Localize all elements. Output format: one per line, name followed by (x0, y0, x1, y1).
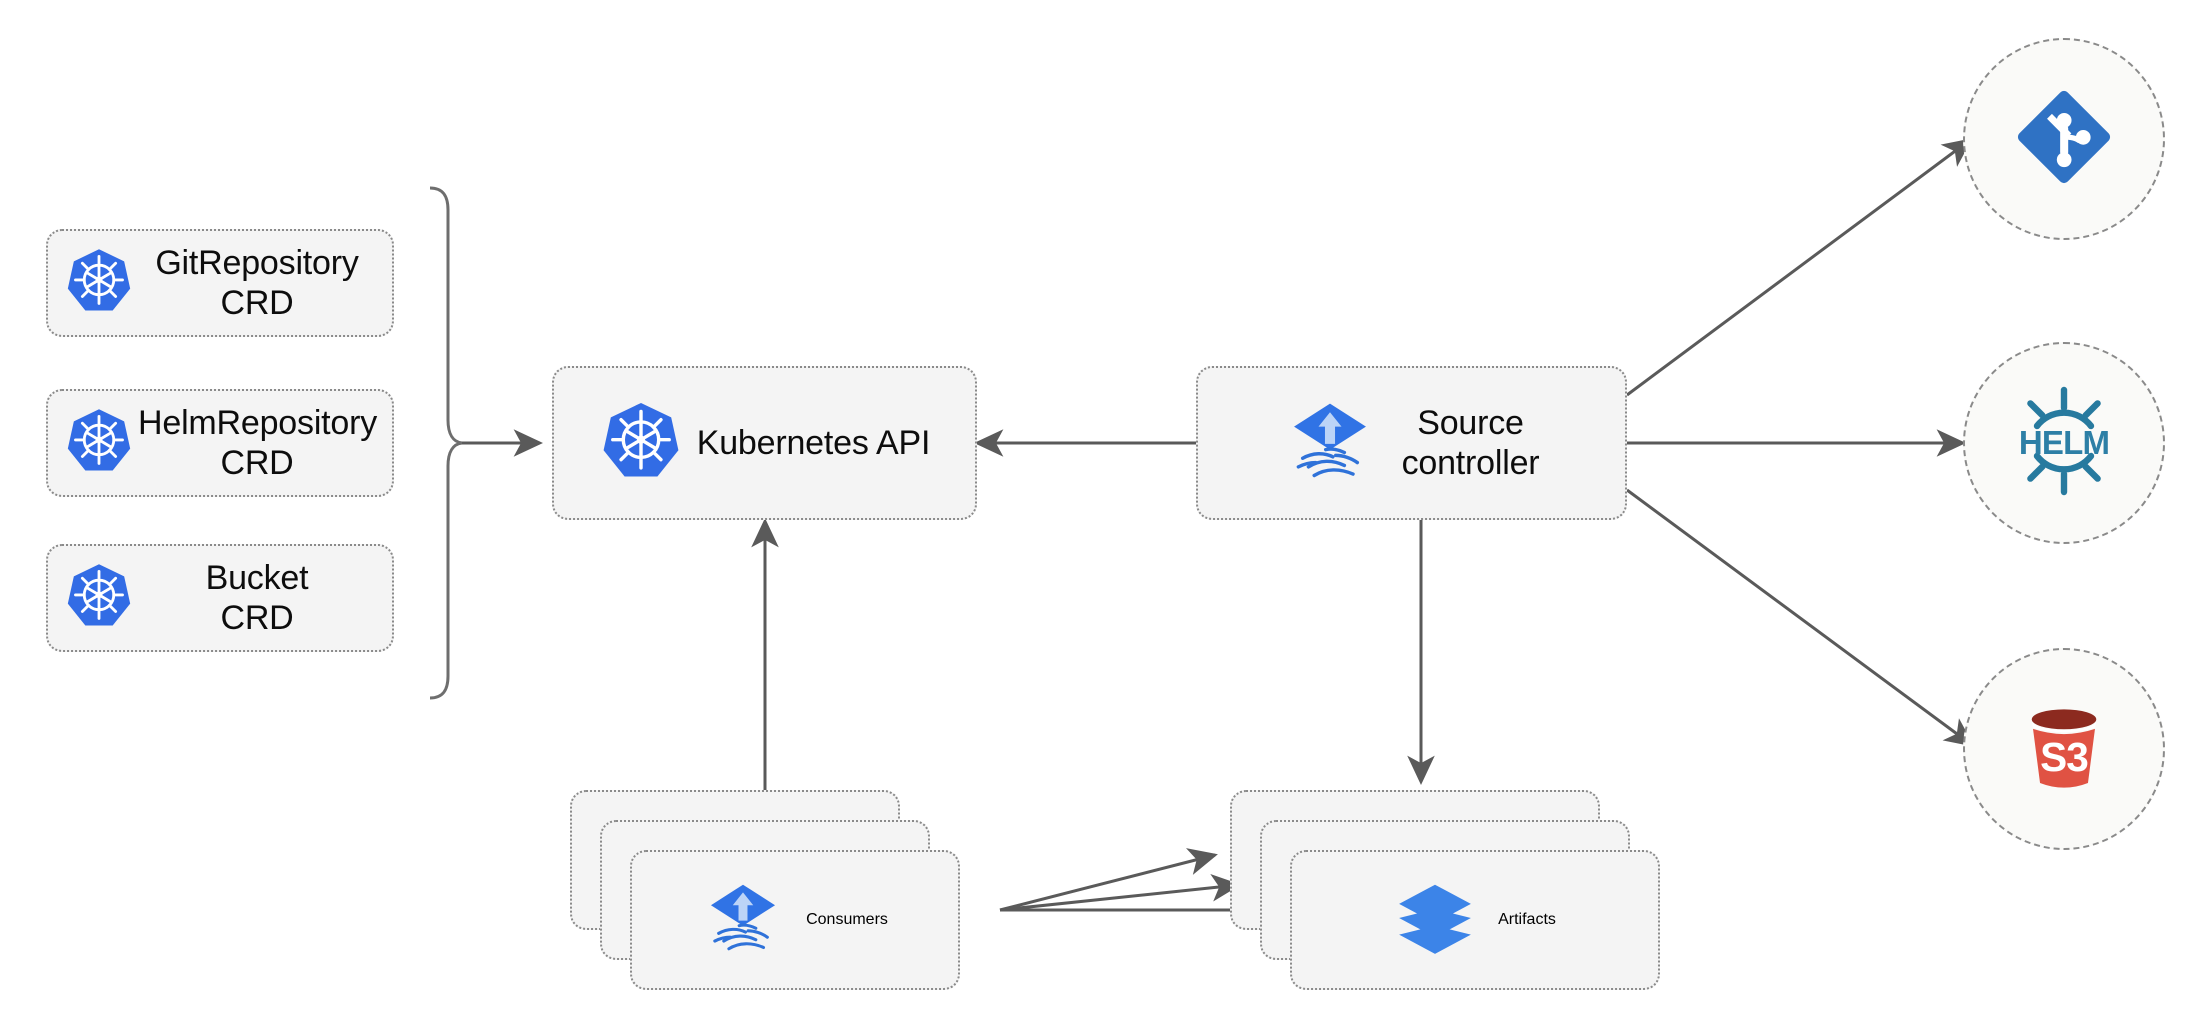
edge-source-to-s3 (1626, 488, 1975, 747)
svg-text:HELM: HELM (2019, 424, 2109, 461)
edge-source-to-git (1626, 138, 1973, 397)
kubernetes-icon (64, 406, 134, 481)
node-artifacts[interactable]: Artifacts (1230, 790, 1660, 990)
external-source-s3[interactable]: S3 (1963, 648, 2165, 850)
edge-consumers-to-artifacts-2 (999, 874, 1241, 912)
kubernetes-icon (64, 246, 134, 321)
crd-group-brace (429, 186, 463, 700)
external-source-git[interactable] (1963, 38, 2165, 240)
node-gitrepository-crd[interactable]: GitRepository CRD (46, 229, 394, 337)
node-helmrepository-crd[interactable]: HelmRepository CRD (46, 389, 394, 497)
node-label: Source controller (1401, 403, 1540, 482)
artifacts-stack-layer-front[interactable]: Artifacts (1290, 850, 1660, 990)
node-label: Consumers (806, 911, 888, 928)
node-consumers[interactable]: Consumers (570, 790, 960, 990)
svg-text:S3: S3 (2040, 733, 2088, 779)
kubernetes-icon (599, 399, 683, 488)
s3-bucket-icon: S3 (2005, 688, 2123, 811)
layers-icon (1394, 877, 1476, 964)
flux-icon (702, 877, 784, 964)
node-label: Artifacts (1498, 911, 1556, 928)
helm-icon: HELM (2000, 377, 2128, 510)
node-kubernetes-api[interactable]: Kubernetes API (552, 366, 977, 520)
node-label: Kubernetes API (696, 423, 931, 462)
flux-icon (1284, 395, 1376, 492)
node-bucket-crd[interactable]: Bucket CRD (46, 544, 394, 652)
node-label: HelmRepository CRD (138, 403, 378, 482)
node-label: Bucket CRD (205, 558, 309, 637)
consumers-stack-layer-front[interactable]: Consumers (630, 850, 960, 990)
external-source-helm[interactable]: HELM (1963, 342, 2165, 544)
edge-consumers-to-artifacts-1 (999, 848, 1218, 912)
node-source-controller[interactable]: Source controller (1196, 366, 1627, 520)
kubernetes-icon (64, 561, 134, 636)
node-label: GitRepository CRD (155, 243, 359, 322)
git-icon (2008, 81, 2120, 198)
